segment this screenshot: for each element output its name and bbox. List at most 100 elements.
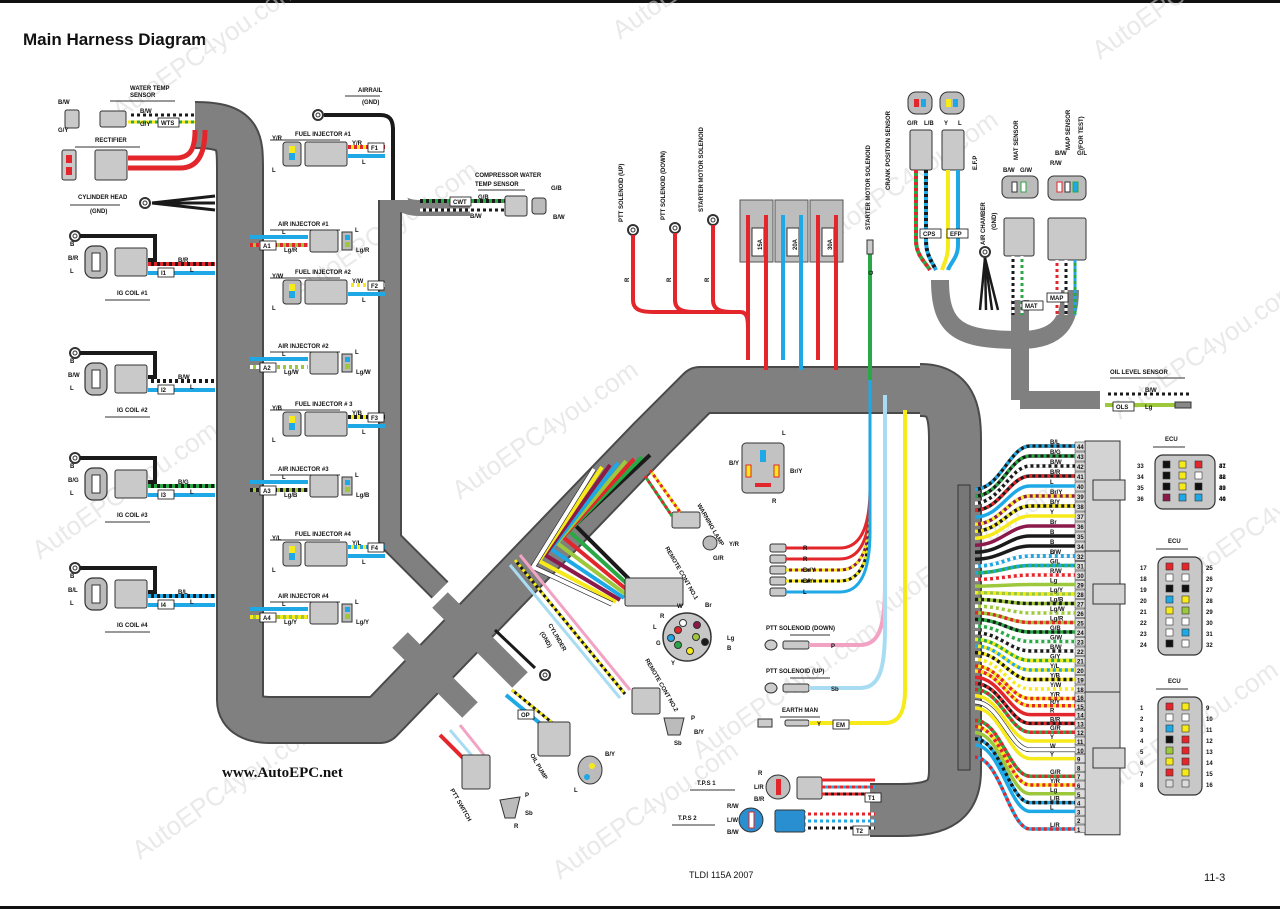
top-border	[0, 0, 1280, 3]
wire-base	[983, 257, 1000, 311]
air-injector-connector	[309, 474, 339, 498]
pin-label: P	[691, 716, 695, 722]
ecu-face-pin-number: 12	[1206, 739, 1213, 745]
warning-lamp-connector	[671, 511, 701, 529]
wire-stripe	[924, 170, 938, 271]
pin-label: L	[70, 386, 74, 392]
tag-text: I2	[161, 388, 167, 394]
tag-box	[259, 485, 277, 496]
wire-stripe	[974, 664, 1075, 701]
tag-box	[1112, 401, 1135, 412]
circuit-tag: EFP	[946, 228, 969, 239]
pin-label: B	[727, 646, 732, 652]
circuit-tag: A4	[259, 612, 277, 623]
wire-stripe	[643, 475, 674, 517]
ecu-pin-number: 13	[1077, 722, 1084, 728]
ecu-wire-label: Lg/R	[1050, 617, 1064, 623]
ecu-wire-label: Y/W	[1050, 683, 1062, 689]
wire-stripe	[974, 504, 1075, 533]
wire-P	[518, 554, 632, 691]
pin-label: B	[70, 242, 75, 248]
tag-text: A2	[263, 366, 271, 372]
wire-G-L	[974, 563, 1075, 575]
pin-label: B/W	[553, 215, 565, 221]
pin-label: Sb	[674, 741, 682, 747]
circuit-tag: I1	[157, 267, 175, 278]
pin	[345, 364, 350, 369]
ecu-wire-label: Y	[1050, 510, 1054, 516]
wire-label: L	[282, 602, 286, 608]
fuse-rating: 30A	[828, 238, 834, 250]
ring-hole	[72, 455, 78, 461]
ecu-face-pin-number: 1	[1140, 706, 1144, 712]
tag-text: F3	[371, 416, 379, 422]
ecu-wire-label: L/B	[1050, 797, 1060, 803]
wire-label: R	[667, 277, 673, 282]
ecu-pin-number: 10	[1077, 749, 1084, 755]
ecu-face-pin	[1165, 595, 1174, 604]
pin-label: R	[772, 499, 777, 505]
wire-label: Lg/R	[284, 248, 298, 254]
wire-W	[529, 467, 614, 607]
ecu-wire-label: R	[1050, 709, 1055, 715]
circuit-tag: MAT	[1021, 300, 1044, 311]
mat-face	[1001, 175, 1039, 199]
wire-label: Y	[817, 722, 821, 728]
ecu-pin-box	[1074, 763, 1086, 772]
bottom-border	[0, 906, 1280, 909]
wire-L-B	[974, 737, 1075, 805]
ecu-pin-number: 38	[1077, 505, 1084, 511]
wire-B-R	[974, 681, 1075, 726]
wire-B	[80, 456, 157, 484]
ecu-face-pin	[1181, 779, 1190, 788]
component-label: STARTER MOTOR SOLENOID	[866, 145, 872, 230]
circuit-tag: WTS	[157, 117, 180, 128]
pin-label: R	[758, 771, 763, 777]
ecu-wire-label: Br	[1050, 520, 1057, 526]
rectifier-connector	[94, 149, 128, 181]
ecu-pin-number: 37	[1077, 515, 1084, 521]
ecu-face-pin-number: 4	[1140, 739, 1144, 745]
wire-B	[324, 113, 395, 200]
ecu-pin-box	[1074, 815, 1086, 825]
tag-text: I4	[161, 603, 167, 609]
wire-base	[493, 628, 537, 670]
ecu-face-pin	[1181, 628, 1190, 637]
ecu-pin-number: 16	[1077, 696, 1084, 702]
ecu-wire-label: L	[1050, 805, 1054, 811]
ecu-face-pin-number: 14	[1206, 761, 1213, 767]
tag-text: F1	[371, 146, 379, 152]
pin	[1064, 181, 1071, 193]
warning-lamp-face	[702, 535, 718, 551]
pin-label: G/W	[1020, 168, 1032, 174]
ring-hole	[982, 249, 988, 255]
wire-Y-R	[974, 724, 1075, 787]
coil-connector	[114, 579, 148, 609]
pin-label: L	[70, 269, 74, 275]
wire-R	[128, 129, 198, 161]
component-label: STARTER MOTOR SOLENOID	[699, 127, 705, 212]
pin-label: B/Y	[605, 752, 615, 758]
wire-base	[711, 225, 734, 314]
pin	[66, 155, 72, 163]
ecu-wire-label: G/Y	[1050, 655, 1060, 661]
component-label: PTT SOLENOID (DOWN)	[661, 151, 667, 220]
ecu-face-pin	[1165, 617, 1174, 626]
wire-base	[530, 467, 613, 606]
main-harness	[194, 101, 1100, 837]
ring-hole	[672, 225, 678, 231]
wire-base	[974, 693, 1075, 743]
wire-base	[518, 554, 632, 691]
wire-Lg	[974, 582, 1075, 588]
wire-B-Y	[974, 504, 1075, 533]
ecu-wire-label: Y	[1050, 753, 1054, 759]
pin-label: B/Y	[729, 461, 739, 467]
pin-label: L	[653, 625, 657, 631]
wire-stripe	[974, 591, 1075, 596]
ecu-wire-label: B/R	[1050, 717, 1061, 723]
pin-label: G/R	[713, 556, 724, 562]
wire-R-Y	[974, 669, 1075, 708]
pin-label: G/Y	[58, 128, 68, 134]
pin	[748, 811, 755, 829]
ecu-pin-number: 25	[1077, 622, 1084, 628]
